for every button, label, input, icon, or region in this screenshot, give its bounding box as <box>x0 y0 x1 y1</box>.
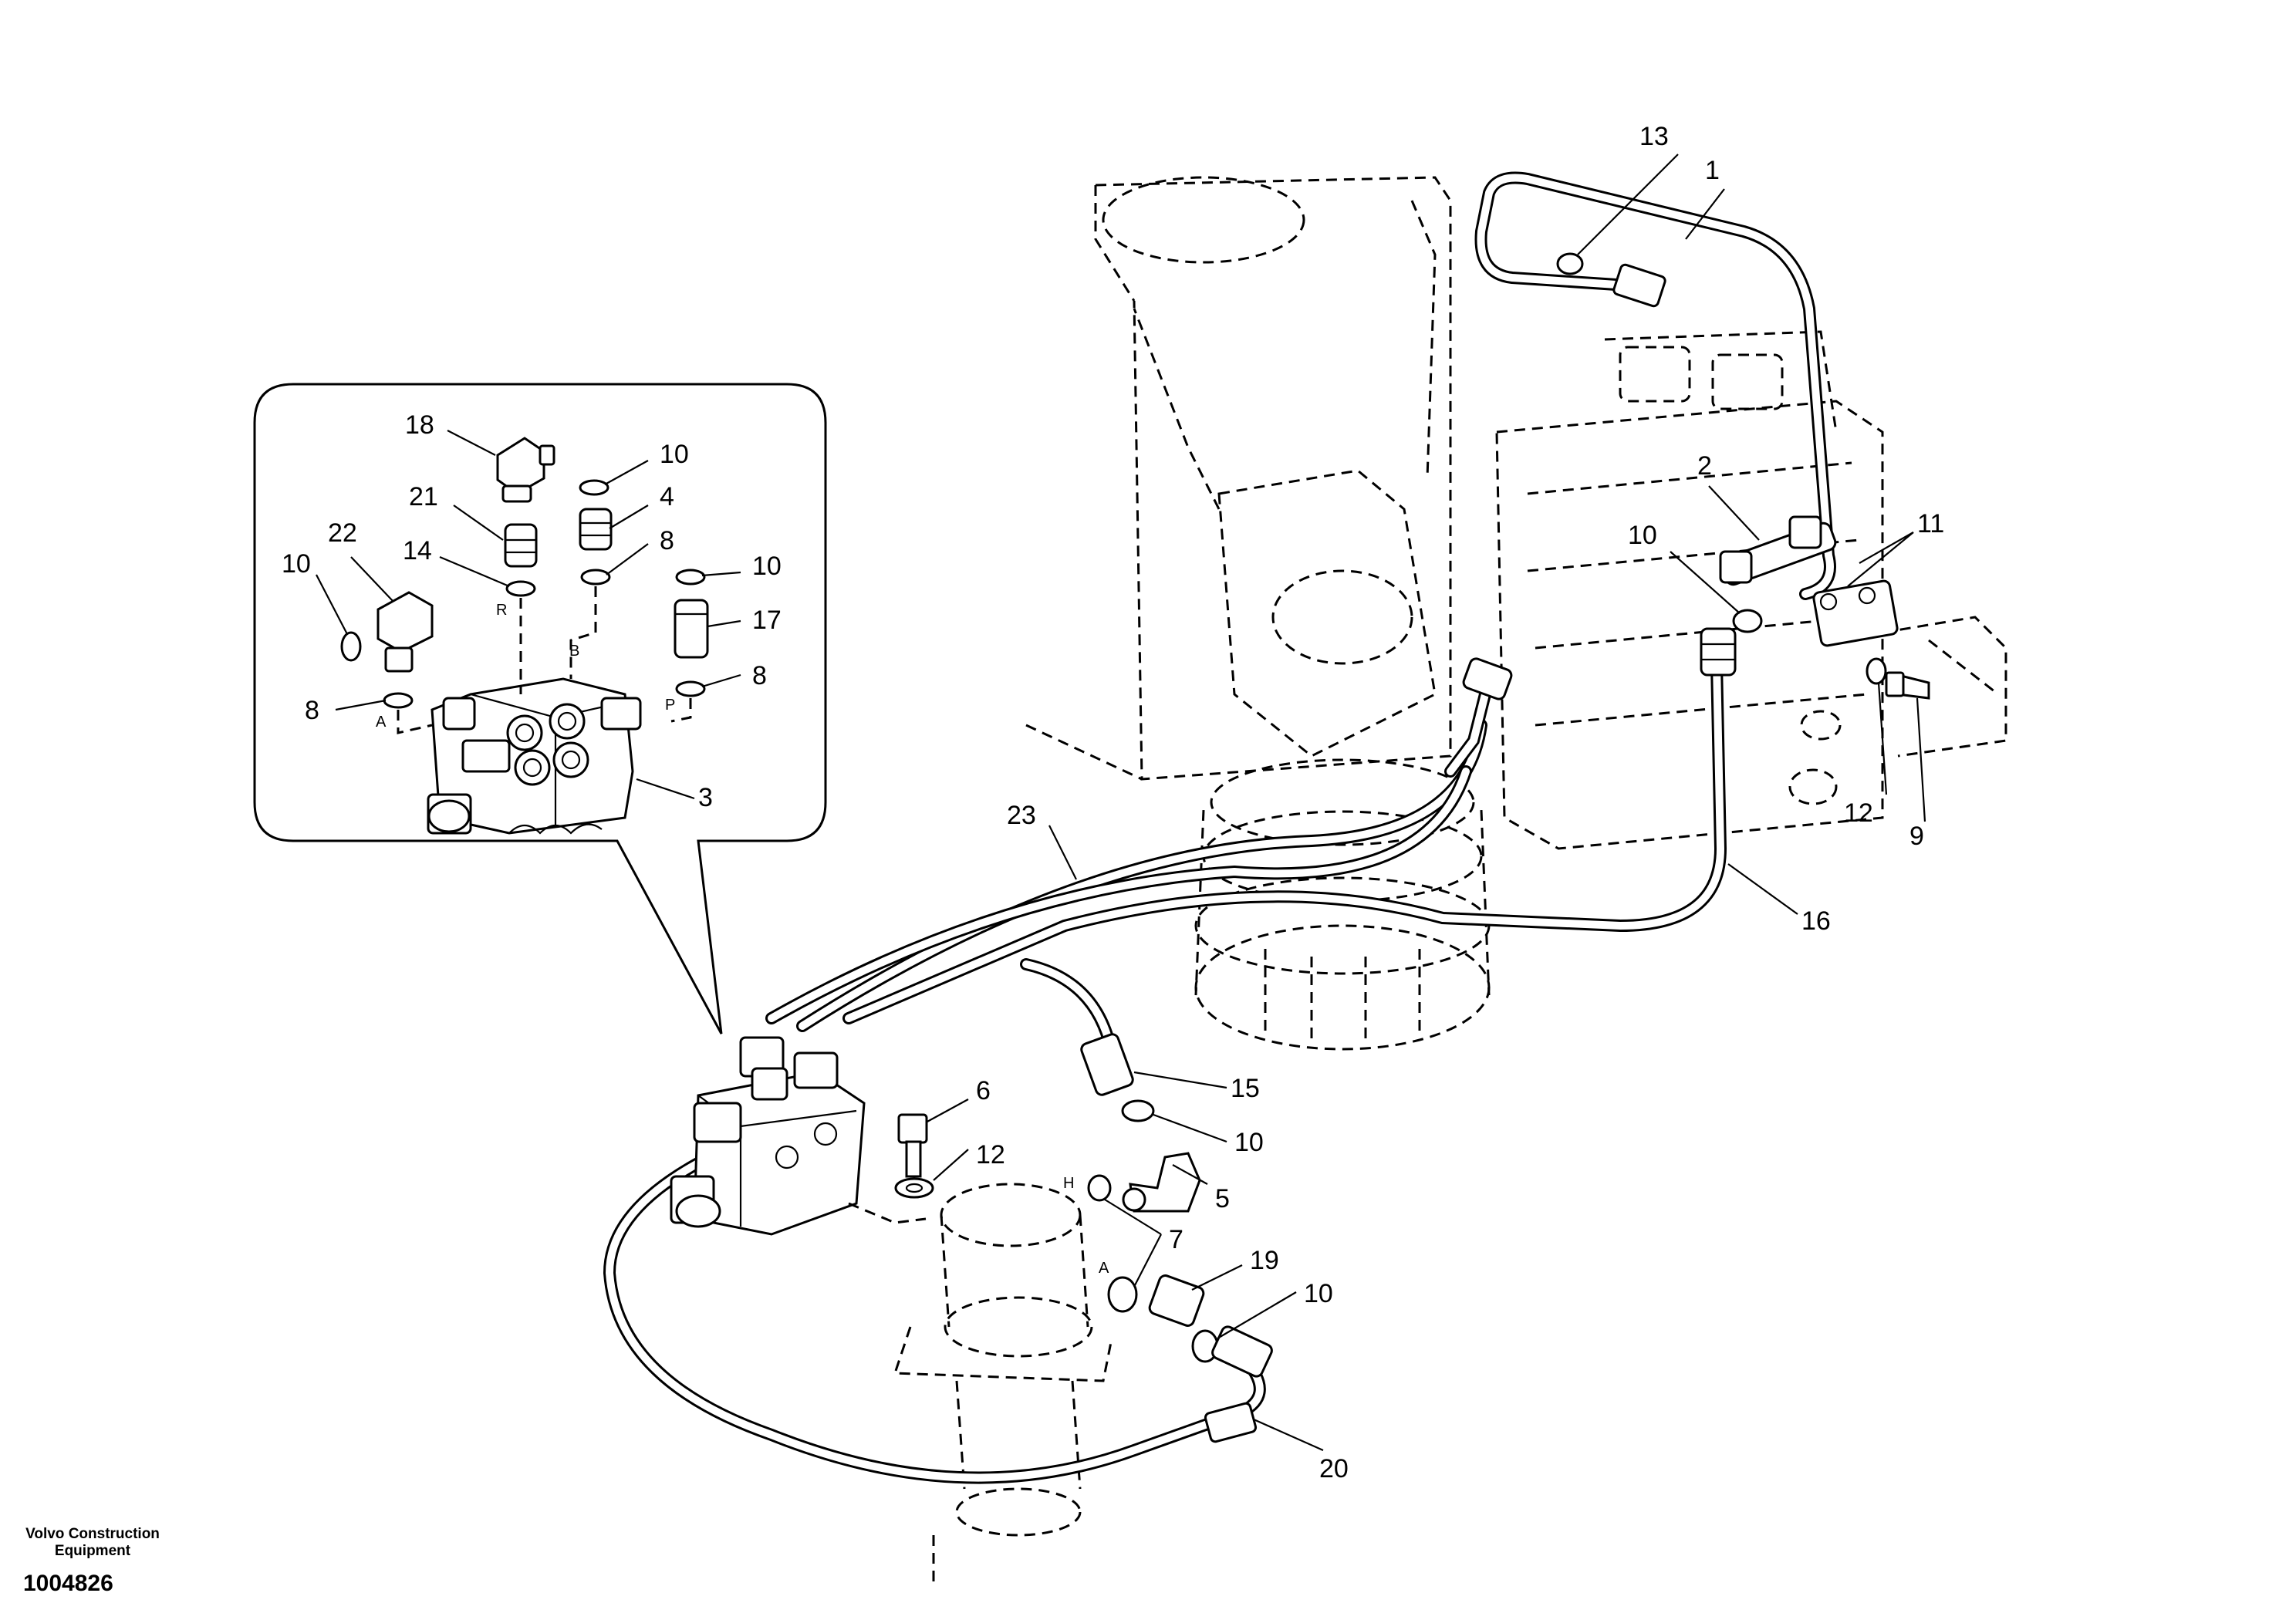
callout-23: 23 <box>1007 801 1036 830</box>
port-labels: R B A P H A <box>376 602 1109 1277</box>
callout-10-b: 10 <box>752 552 782 581</box>
brand-caption: Volvo Construction Equipment <box>23 1526 162 1560</box>
callout-6: 6 <box>976 1076 991 1105</box>
hoses <box>603 171 1836 1484</box>
callout-12-b: 12 <box>1844 798 1873 828</box>
brand-line-1: Volvo Construction <box>25 1526 160 1542</box>
callout-10-c: 10 <box>282 549 311 579</box>
callout-4: 4 <box>660 482 674 511</box>
callout-12-a: 12 <box>976 1140 1005 1169</box>
port-a-inset: A <box>376 714 387 731</box>
callout-7: 7 <box>1169 1225 1183 1254</box>
callout-10-f: 10 <box>1304 1279 1333 1308</box>
callout-10-a: 10 <box>660 440 689 469</box>
port-p: P <box>665 697 675 714</box>
inset-frame <box>253 383 827 1034</box>
callout-9: 9 <box>1909 822 1924 851</box>
callout-21: 21 <box>409 482 438 511</box>
valve-body-3 <box>427 677 642 835</box>
leader-lines <box>316 154 1926 1452</box>
callout-5: 5 <box>1215 1184 1230 1213</box>
callout-8-a: 8 <box>660 526 674 555</box>
pilot-valve-assembly <box>670 1036 927 1236</box>
callout-11: 11 <box>1917 509 1944 538</box>
callout-18: 18 <box>405 410 434 440</box>
callout-8-c: 8 <box>305 696 319 725</box>
callout-20: 20 <box>1319 1454 1349 1483</box>
fitting-4 <box>579 508 613 551</box>
connector-18 <box>496 437 545 495</box>
callout-10-e: 10 <box>1234 1128 1264 1157</box>
plug-17 <box>674 599 709 659</box>
brand-line-2: Equipment <box>54 1543 131 1559</box>
callout-labels: 1 2 3 4 5 6 7 8 8 8 9 10 10 10 10 10 10 … <box>282 122 1944 1483</box>
callout-17: 17 <box>752 606 782 635</box>
fittings <box>894 252 1930 1443</box>
callout-22: 22 <box>328 518 357 548</box>
callout-13: 13 <box>1639 122 1669 151</box>
callout-3: 3 <box>698 783 713 812</box>
callout-1: 1 <box>1705 156 1720 185</box>
connector-22 <box>376 591 434 653</box>
background-machinery <box>893 176 2007 1581</box>
callout-16: 16 <box>1801 906 1831 936</box>
callout-10-d: 10 <box>1628 521 1657 550</box>
fitting-21 <box>504 523 538 568</box>
callout-2: 2 <box>1697 451 1712 481</box>
callout-15: 15 <box>1231 1074 1260 1103</box>
callout-19: 19 <box>1250 1246 1279 1275</box>
port-r: R <box>496 602 507 619</box>
drawing-number: 1004826 <box>23 1571 113 1596</box>
port-b: B <box>569 643 579 660</box>
callout-8-b: 8 <box>752 661 767 690</box>
callout-14: 14 <box>403 536 432 565</box>
port-h: H <box>1063 1175 1074 1192</box>
port-a: A <box>1099 1260 1109 1277</box>
